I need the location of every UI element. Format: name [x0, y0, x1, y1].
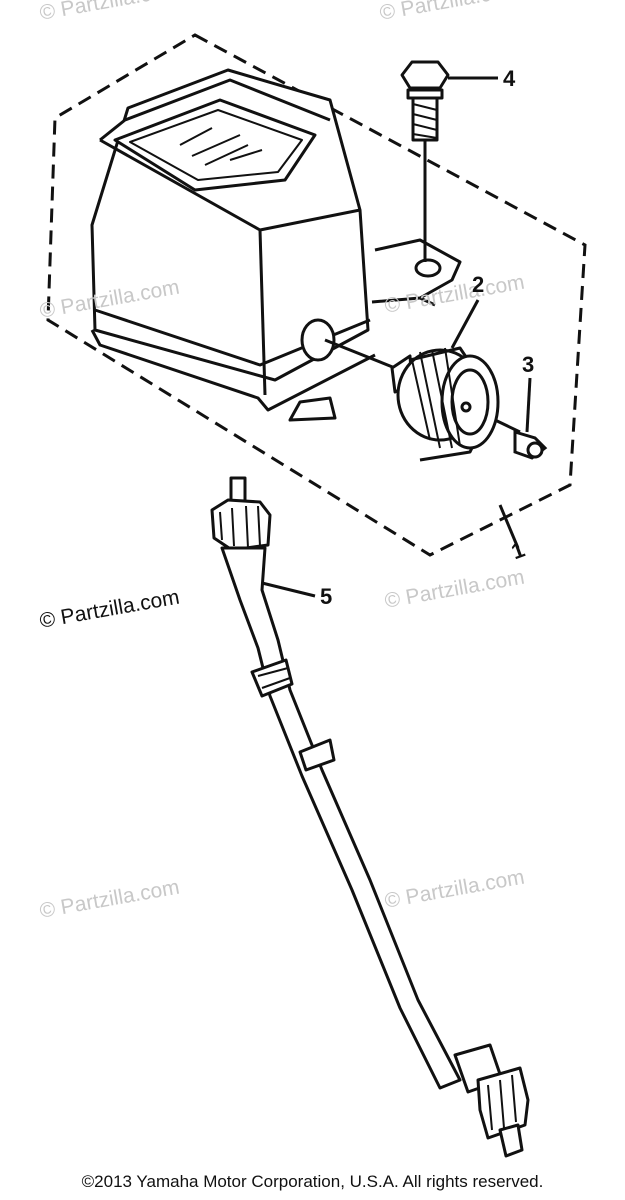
callout-number: 5 — [320, 584, 333, 609]
leader-3 — [525, 377, 532, 433]
leader-5 — [257, 580, 316, 598]
leader-1 — [498, 504, 520, 549]
callout-number: 4 — [503, 66, 516, 91]
leader-2 — [450, 299, 480, 349]
speedometer-cable — [210, 476, 530, 1158]
centerline-port — [324, 338, 396, 370]
callout-number: 2 — [472, 272, 485, 297]
screw — [513, 429, 548, 460]
assembly-outline — [46, 33, 587, 557]
bolt — [400, 60, 450, 142]
adjust-knob — [390, 346, 500, 462]
copyright-notice: ©2013 Yamaha Motor Corporation, U.S.A. A… — [81, 1172, 544, 1191]
callout-number: 3 — [522, 352, 535, 377]
meter-housing — [90, 68, 462, 422]
